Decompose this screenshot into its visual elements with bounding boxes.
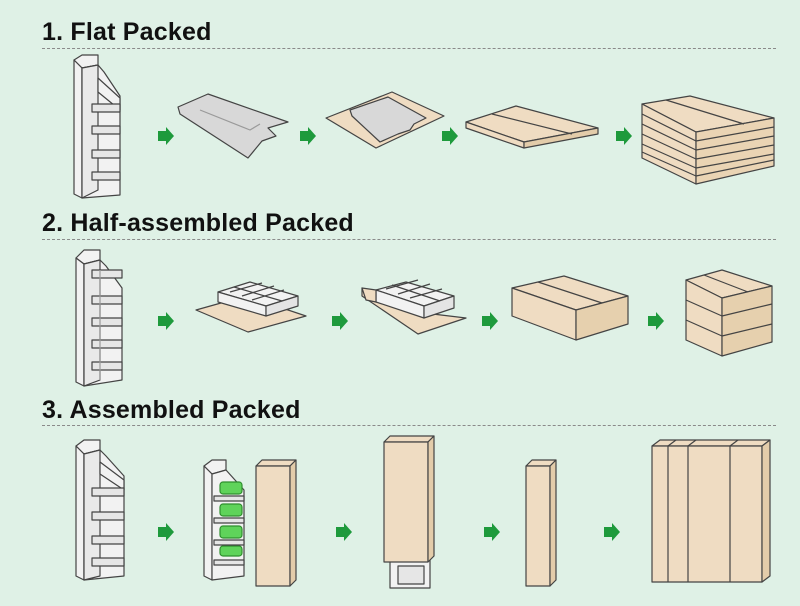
arrow-right-icon [158,523,174,541]
arrow-right-icon [300,127,316,145]
stocked-display-stand [203,459,245,581]
closed-box [511,275,629,341]
arrow-right-icon [616,127,632,145]
section-divider [42,425,776,426]
section-title-flat-packed: 1. Flat Packed [42,18,212,46]
box-over-stand [383,435,435,589]
flat-board [465,105,599,149]
box-stack [685,269,773,357]
box-on-cardboard [195,281,307,333]
section-title-assembled-packed: 3. Assembled Packed [42,396,301,424]
display-stand [75,439,125,581]
arrow-right-icon [482,312,498,330]
section-divider [42,239,776,240]
arrow-right-icon [158,312,174,330]
arrow-right-icon [332,312,348,330]
board-stack [641,95,775,185]
sheet-on-cardboard [325,91,445,149]
closed-tall-box [525,459,557,587]
display-stand [73,54,121,199]
box-with-flaps [361,279,467,335]
arrow-right-icon [604,523,620,541]
arrow-right-icon [442,127,458,145]
arrow-right-icon [336,523,352,541]
display-stand [75,249,123,387]
arrow-right-icon [648,312,664,330]
section-title-half-assembled-packed: 2. Half-assembled Packed [42,209,354,237]
product-bottles [219,481,243,557]
arrow-right-icon [484,523,500,541]
flat-sheet [177,93,289,159]
tall-box-row [651,439,771,583]
arrow-right-icon [158,127,174,145]
cover-box [255,459,297,587]
section-divider [42,48,776,49]
